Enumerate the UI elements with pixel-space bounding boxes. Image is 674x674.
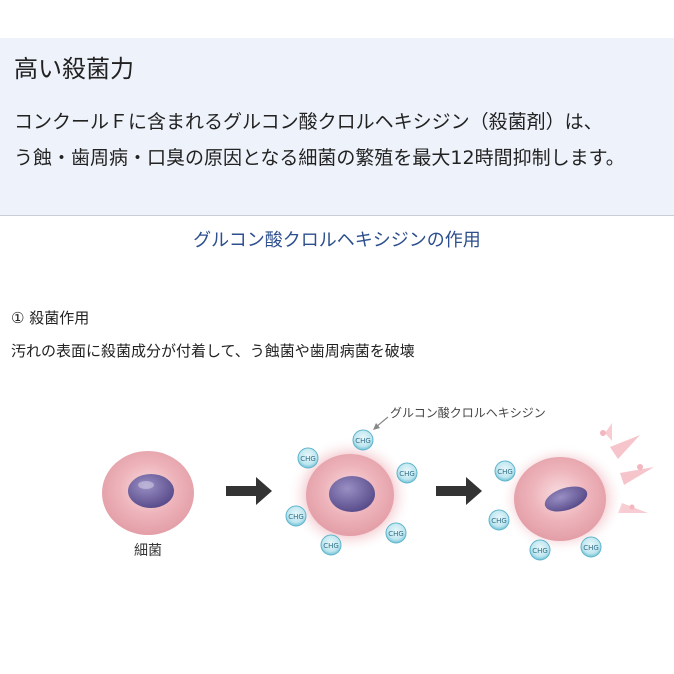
chg-molecule-icon: CHG (385, 522, 407, 544)
chg-callout-label: グルコン酸クロルヘキシジン (390, 405, 546, 420)
intro-text: コンクールＦに含まれるグルコン酸クロルヘキシジン（殺菌剤）は、 う蝕・歯周病・口… (14, 104, 625, 176)
intro-text-line-2: う蝕・歯周病・口臭の原因となる細菌の繁殖を最大12時間抑制します。 (14, 147, 625, 169)
chg-molecule-icon: CHG (285, 505, 307, 527)
chg-molecule-icon: CHG (529, 539, 551, 561)
svg-text:CHG: CHG (399, 470, 415, 478)
svg-text:CHG: CHG (300, 455, 316, 463)
chg-molecules-group-2: CHG CHG CHG CHG (488, 460, 602, 561)
svg-text:CHG: CHG (491, 517, 507, 525)
svg-text:CHG: CHG (288, 513, 304, 521)
svg-text:CHG: CHG (323, 542, 339, 550)
step-title: ① 殺菌作用 (11, 309, 90, 327)
svg-text:CHG: CHG (497, 468, 513, 476)
section-title: 高い殺菌力 (14, 55, 134, 83)
chg-molecule-icon: CHG (297, 447, 319, 469)
svg-text:CHG: CHG (583, 544, 599, 552)
svg-text:CHG: CHG (532, 547, 548, 555)
callout-arrowhead-icon (373, 423, 380, 430)
chg-molecule-icon: CHG (580, 536, 602, 558)
intro-panel: 高い殺菌力 コンクールＦに含まれるグルコン酸クロルヘキシジン（殺菌剤）は、 う蝕… (0, 38, 674, 216)
svg-text:CHG: CHG (355, 437, 371, 445)
bacteria-label: 細菌 (134, 543, 162, 559)
chg-molecule-icon: CHG (352, 429, 374, 451)
mechanism-subheading: グルコン酸クロルヘキシジンの作用 (193, 230, 481, 251)
step-description: 汚れの表面に殺菌成分が付着して、う蝕菌や歯周病菌を破壊 (11, 342, 415, 360)
arrow-right-icon (436, 477, 482, 505)
chg-molecules-group: CHG CHG CHG CHG CHG CHG (285, 429, 418, 556)
chg-molecule-icon: CHG (396, 462, 418, 484)
sterilization-illustration: 細菌 CHG CHG CHG CHG CHG CHG グルコン酸クロルヘキシジン… (102, 405, 654, 561)
chg-molecule-icon: CHG (488, 509, 510, 531)
arrow-right-icon (226, 477, 272, 505)
chg-molecule-icon: CHG (320, 534, 342, 556)
bacteria-cell-icon (102, 451, 194, 535)
intro-text-line-1: コンクールＦに含まれるグルコン酸クロルヘキシジン（殺菌剤）は、 (14, 111, 603, 133)
chg-molecule-icon: CHG (494, 460, 516, 482)
burst-bacteria-icon (500, 423, 654, 554)
bacteria-cell-with-chg (288, 437, 412, 553)
callout-pointer (375, 416, 389, 428)
svg-text:CHG: CHG (388, 530, 404, 538)
